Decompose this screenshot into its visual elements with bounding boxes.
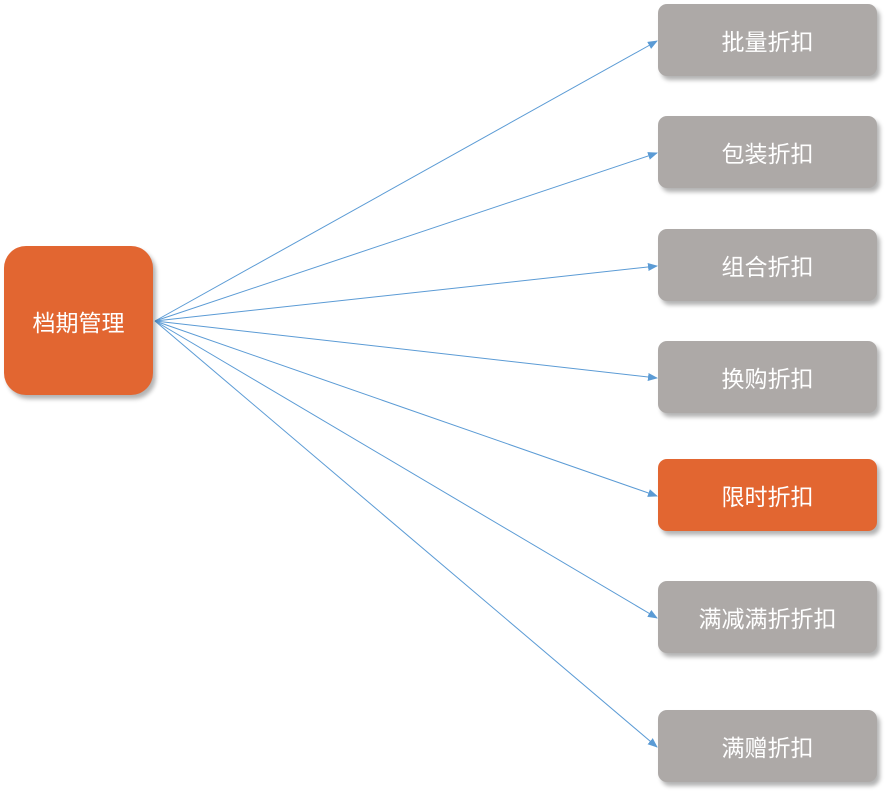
child-label: 组合折扣 [721,255,814,281]
child-label: 换购折扣 [721,367,814,393]
child-label: 批量折扣 [721,30,814,56]
child-node[interactable]: 组合折扣 [658,229,877,301]
child-node[interactable]: 满赠折扣 [658,710,877,782]
child-label: 限时折扣 [721,485,814,511]
child-node[interactable]: 换购折扣 [658,341,877,413]
child-node[interactable]: 满减满折折扣 [658,581,877,653]
root-label: 档期管理 [32,310,125,337]
child-node[interactable]: 批量折扣 [658,4,877,76]
connector-arrow [154,263,658,322]
connector-arrow [154,320,658,497]
connector-arrow [154,320,658,381]
connector-arrow [154,320,658,748]
connector-arrow [154,152,658,322]
root-node[interactable]: 档期管理 [4,246,153,395]
child-node[interactable]: 包装折扣 [658,116,877,188]
child-label: 满赠折扣 [721,736,814,762]
connector-arrow [154,40,658,322]
child-label: 满减满折折扣 [698,607,837,633]
child-label: 包装折扣 [721,142,814,168]
child-node[interactable]: 限时折扣 [658,459,877,531]
connector-arrow [154,320,658,619]
